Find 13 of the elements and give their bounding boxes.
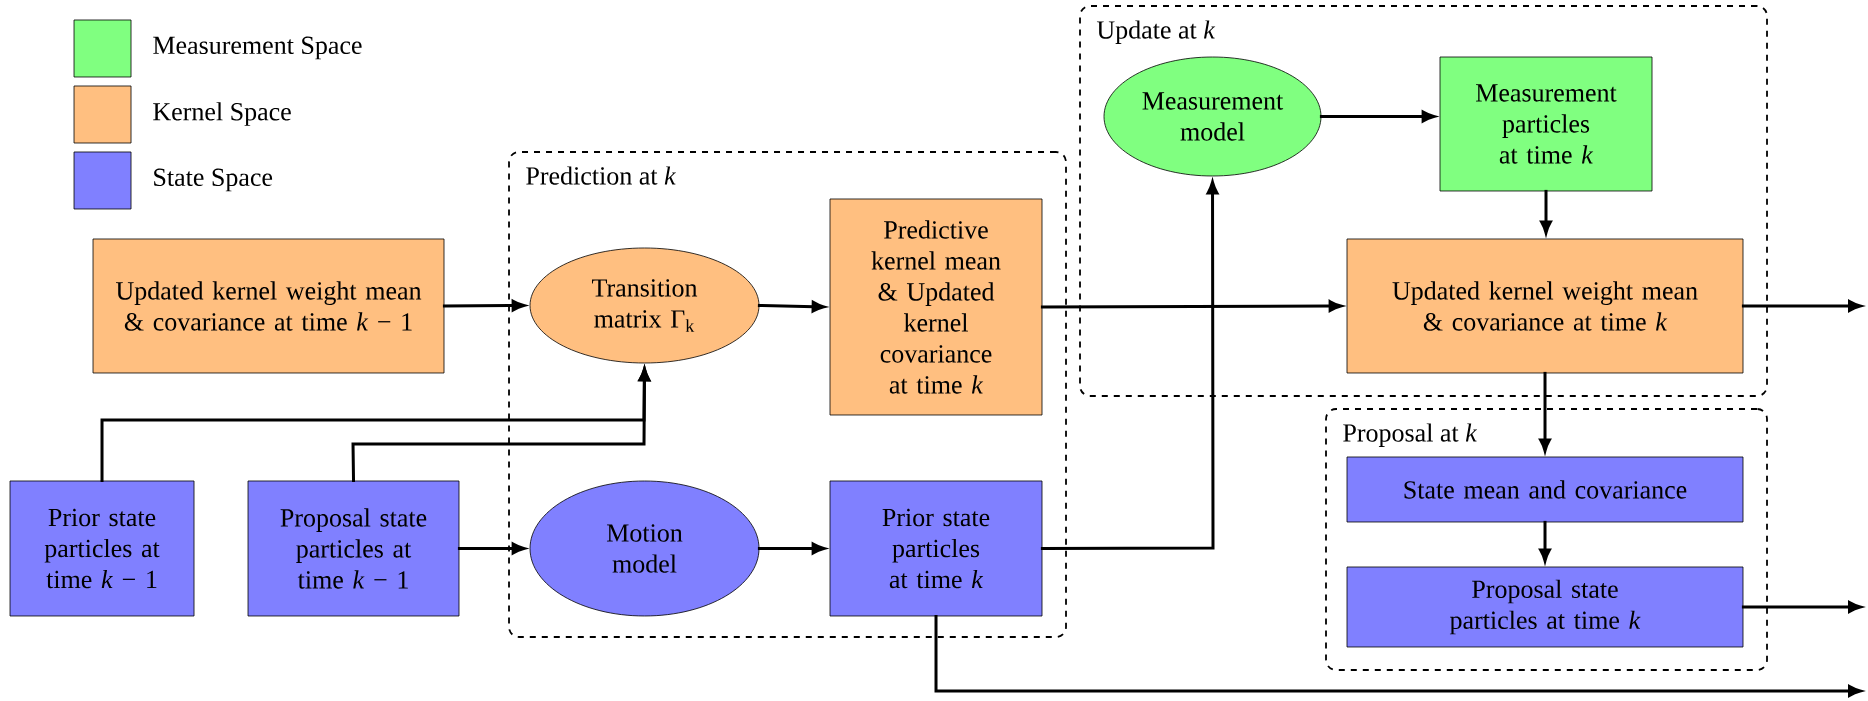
- process-box: Prior state particles at time k − 1: [9, 480, 195, 617]
- process-box: Updated kernel weight mean & covariance at time k − 1: [92, 238, 445, 374]
- arrow: [1539, 520, 1551, 563]
- legend-label: Measurement Space: [153, 36, 362, 60]
- process-box: Proposal state particles at time k − 1: [247, 480, 460, 617]
- process-box: Measurement particles at time k: [1439, 56, 1653, 192]
- process-box: Predictive kernel mean & Updated kernel covariance at time k: [829, 198, 1043, 416]
- process-box: Prior state particles at time k: [829, 480, 1043, 617]
- process-box: State mean and covariance: [1346, 456, 1744, 523]
- legend-label: Kernel Space: [153, 102, 291, 126]
- process-box: Updated kernel weight mean & covariance at time k: [1346, 238, 1744, 374]
- legend-label: State Space: [154, 168, 273, 192]
- process-box: Proposal state particles at time k: [1346, 566, 1744, 648]
